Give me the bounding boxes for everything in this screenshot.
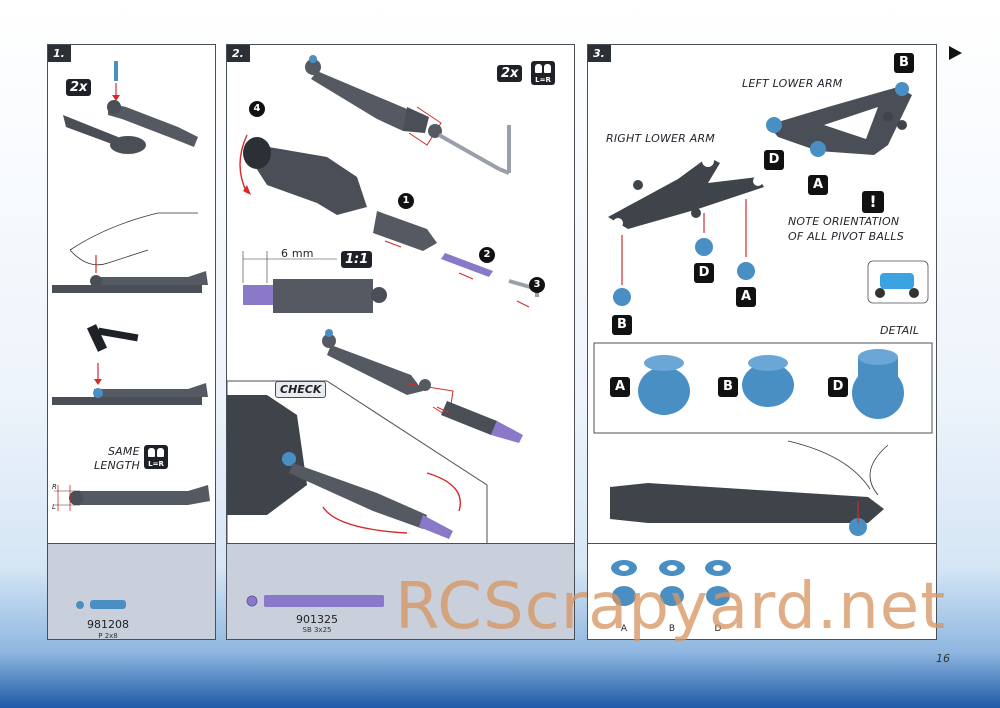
callout-4: 4 — [249, 101, 265, 117]
note-icon: ! — [862, 191, 884, 213]
part-code-901325: 901325 — [296, 613, 338, 626]
step-2-qty: 2x — [497, 65, 523, 82]
left-arm-letter-b: B — [894, 53, 914, 73]
right-arm-letter-d: D — [694, 263, 714, 283]
right-lower-arm-label: RIGHT LOWER ARM — [606, 132, 715, 145]
step-3-panel: 3. LEFT LOWER ARM RIGHT LOWER ARM — [587, 44, 937, 544]
right-arm-letter-a: A — [736, 287, 756, 307]
callout-2: 2 — [479, 247, 495, 263]
next-page-arrow-icon — [949, 46, 962, 60]
step-2-number: 2. — [227, 45, 250, 62]
page-number: 16 — [936, 652, 950, 665]
dim-r-label: R — [52, 483, 58, 491]
left-arm-letter-d: D — [764, 150, 784, 170]
detail-label: DETAIL — [880, 324, 920, 337]
callout-3: 3 — [529, 277, 545, 293]
part-code-981208: 981208 — [87, 618, 129, 631]
part-desc-901325: SB 3x25 — [302, 626, 332, 634]
part-desc-981208: P 2x8 — [98, 632, 118, 640]
part-label-b: B — [668, 624, 676, 634]
same-length-line2: LENGTH — [94, 459, 141, 472]
left-arm-letter-a: A — [808, 175, 828, 195]
lr-icon-2: L=R — [531, 61, 555, 85]
step-3-parts: A B D — [587, 543, 937, 640]
step-1-number: 1. — [48, 45, 71, 62]
step-1-panel: 1. 2x R L SAME LE — [47, 44, 216, 544]
step-1-parts: 981208 P 2x8 — [47, 543, 216, 640]
step-3-illustration — [593, 82, 933, 536]
dimension-label: 6 mm — [281, 247, 314, 260]
step-2-parts: 901325 SB 3x25 — [226, 543, 575, 640]
step-1-illustration — [52, 61, 210, 511]
note-line2: OF ALL PIVOT BALLS — [788, 230, 904, 243]
pin-part-icon — [76, 600, 126, 609]
step-2-illustration — [226, 55, 539, 546]
watermark: RCScrapyard.net — [395, 570, 947, 644]
part-label-a: A — [620, 624, 628, 634]
pin-sb-part-icon — [246, 595, 384, 607]
dim-l-label: L — [52, 503, 57, 511]
left-lower-arm-label: LEFT LOWER ARM — [742, 77, 843, 90]
detail-letter-b: B — [718, 377, 738, 397]
pivot-balls-part-icons — [611, 560, 731, 606]
same-length-line1: SAME — [108, 445, 140, 458]
detail-letter-d: D — [828, 377, 848, 397]
lr-icon: L=R — [144, 445, 168, 469]
callout-1: 1 — [398, 193, 414, 209]
step-2-panel: 2. 2x L=R — [226, 44, 575, 546]
detail-letter-a: A — [610, 377, 630, 397]
scale-label: 1:1 — [341, 251, 373, 268]
part-label-d: D — [714, 624, 722, 634]
note-line1: NOTE ORIENTATION — [788, 215, 900, 228]
check-label: CHECK — [275, 381, 327, 398]
step-1-qty: 2x — [66, 79, 92, 96]
step-3-number: 3. — [588, 45, 611, 62]
right-arm-letter-b: B — [612, 315, 632, 335]
